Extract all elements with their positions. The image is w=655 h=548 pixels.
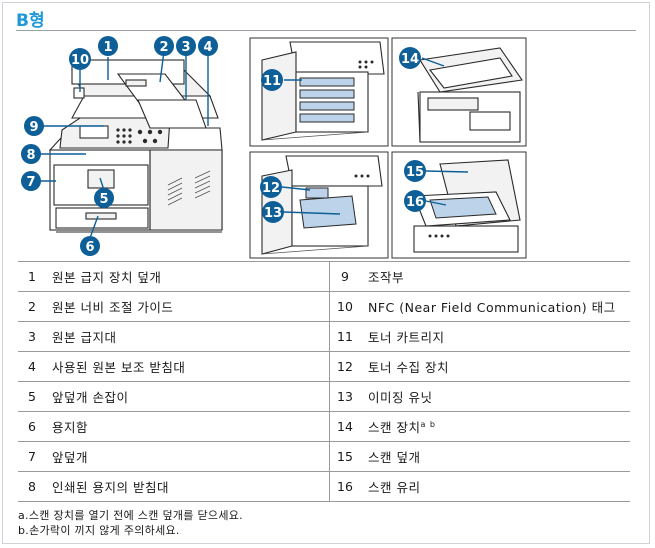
callout-3: 3	[176, 36, 196, 56]
svg-text:6: 6	[85, 240, 94, 255]
legend-row: 3 원본 급지대 11 토너 카트리지	[18, 321, 630, 352]
legend-label: 토너 카트리지	[368, 330, 445, 345]
legend-label: 원본 급지 장치 덮개	[52, 270, 162, 285]
callout-14: 14	[399, 47, 421, 69]
footnote-a: a.스캔 장치를 열기 전에 스캔 덮개를 닫으세요.	[18, 509, 243, 522]
footnotes: a.스캔 장치를 열기 전에 스캔 덮개를 닫으세요. b.손가락이 끼지 않게…	[18, 508, 243, 538]
svg-text:4: 4	[203, 40, 212, 55]
svg-text:11: 11	[263, 74, 281, 89]
svg-text:9: 9	[29, 120, 38, 135]
legend-label: 사용된 원본 보조 받침대	[52, 360, 186, 375]
legend-number: 16	[337, 479, 353, 494]
svg-text:1: 1	[103, 40, 112, 55]
legend-row: 4 사용된 원본 보조 받침대 12 토너 수집 장치	[18, 351, 630, 382]
svg-text:8: 8	[26, 148, 35, 163]
callout-16: 16	[404, 190, 426, 212]
svg-text:13: 13	[264, 206, 282, 221]
legend-label: 원본 급지대	[52, 330, 117, 345]
legend-label: 스캔 장치	[368, 420, 421, 435]
legend-number: 1	[28, 269, 36, 284]
legend-label: 앞덮개 손잡이	[52, 390, 129, 405]
callout-7: 7	[21, 171, 41, 191]
legend-number: 10	[337, 299, 353, 314]
callout-5: 5	[94, 188, 114, 208]
svg-text:3: 3	[181, 40, 190, 55]
svg-text:10: 10	[71, 53, 89, 68]
legend-row: 5 앞덮개 손잡이 13 이미징 유닛	[18, 381, 630, 412]
svg-text:14: 14	[401, 52, 419, 67]
svg-text:7: 7	[26, 175, 35, 190]
callout-15: 15	[404, 160, 426, 182]
legend-label: 원본 너비 조절 가이드	[52, 300, 174, 315]
page-frame	[2, 2, 650, 544]
legend-number: 8	[28, 479, 36, 494]
legend-number: 7	[28, 449, 36, 464]
legend-row: 2 원본 너비 조절 가이드 10 NFC (Near Field Communica…	[18, 291, 630, 322]
legend-number: 12	[337, 359, 353, 374]
legend-label: 스캔 유리	[368, 480, 421, 495]
svg-text:15: 15	[406, 165, 424, 180]
legend-row: 1 원본 급지 장치 덮개 9 조작부	[18, 261, 630, 292]
legend-number: 6	[28, 419, 36, 434]
legend-number: 14	[337, 419, 353, 434]
legend-label: 토너 수집 장치	[368, 360, 449, 375]
legend-number: 3	[28, 329, 36, 344]
legend-number: 13	[337, 389, 353, 404]
callout-8: 8	[21, 144, 41, 164]
main-printer-drawing	[48, 59, 223, 233]
callout-2: 2	[154, 36, 174, 56]
legend-label: NFC (Near Field Communication) 태그	[368, 300, 616, 315]
legend-number: 9	[341, 269, 349, 284]
legend-row: 8 인쇄된 용지의 받침대 16 스캔 유리	[18, 471, 630, 502]
svg-text:2: 2	[159, 40, 168, 55]
legend-number: 2	[28, 299, 36, 314]
parts-legend-table: 1 원본 급지 장치 덮개 9 조작부 2 원본 너비 조절 가이드 10 NFC (Near…	[18, 261, 630, 502]
callout-10: 10	[69, 48, 91, 70]
callout-4: 4	[198, 36, 218, 56]
callout-13: 13	[262, 201, 284, 223]
legend-row: 6 용지함 14 스캔 장치a b	[18, 411, 630, 442]
legend-number: 15	[337, 449, 353, 464]
svg-text:5: 5	[99, 192, 108, 207]
svg-text:16: 16	[406, 195, 424, 210]
callout-12: 12	[260, 176, 282, 198]
callout-9: 9	[24, 116, 44, 136]
legend-label: 용지함	[52, 420, 89, 435]
legend-label: 인쇄된 용지의 받침대	[52, 480, 169, 495]
legend-label: 앞덮개	[52, 450, 89, 465]
legend-number: 5	[28, 389, 36, 404]
printer-illustration: 1 2 3 4 10 9 8 7 5 6 11 14 12 13 15 16	[21, 36, 527, 259]
callout-1: 1	[98, 36, 118, 56]
footnote-b: b.손가락이 끼지 않게 주의하세요.	[18, 524, 180, 537]
callout-6: 6	[80, 236, 100, 256]
legend-label: 스캔 덮개	[368, 450, 421, 465]
title-divider	[16, 30, 636, 31]
footnote-marker: a b	[420, 419, 437, 429]
legend-row: 7 앞덮개 15 스캔 덮개	[18, 441, 630, 472]
section-title: B형	[16, 11, 45, 31]
panel-toner-cartridge-drawing	[249, 37, 389, 147]
legend-label: 이미징 유닛	[368, 390, 433, 405]
legend-number: 4	[28, 359, 36, 374]
legend-number: 11	[337, 329, 353, 344]
callout-11: 11	[261, 69, 283, 91]
legend-label: 조작부	[368, 270, 405, 285]
svg-text:12: 12	[262, 181, 280, 196]
